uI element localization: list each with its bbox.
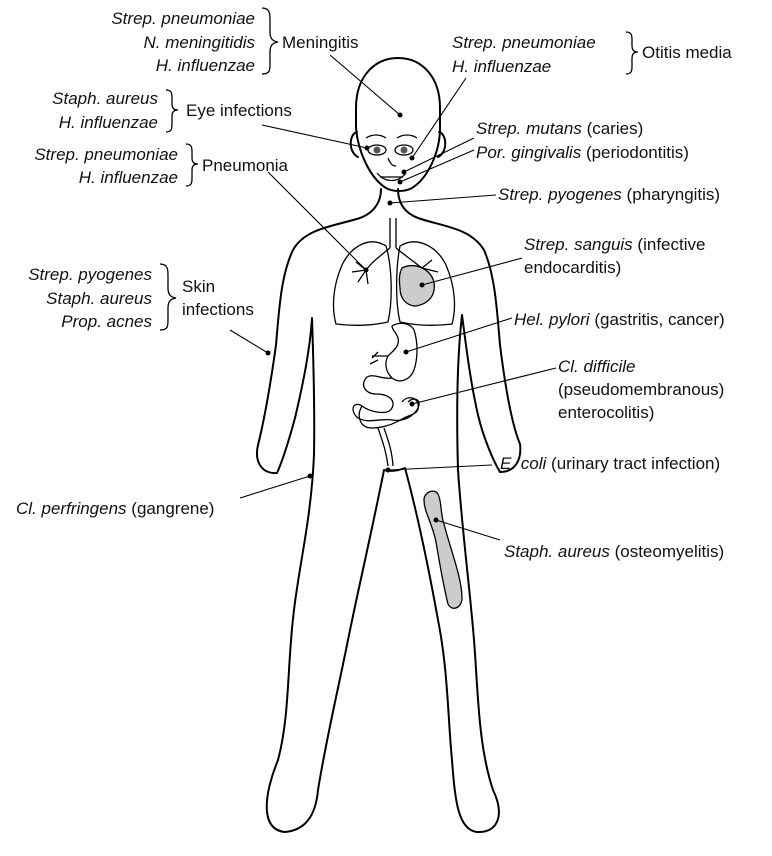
label-pylori: Hel. pylori (gastritis, cancer) [514, 310, 725, 329]
head-outline [356, 58, 440, 191]
dot-pyogenes [388, 201, 393, 206]
label-ecoli: E. coli (urinary tract infection) [500, 454, 720, 473]
brace-skin [160, 264, 176, 330]
stomach-icon [370, 323, 417, 380]
organism-prop-acnes: Prop. acnes [61, 312, 152, 331]
organism-n-meningitidis: N. meningitidis [144, 33, 256, 52]
label-mutans: Strep. mutans (caries) [476, 119, 643, 138]
disease-caries: (caries) [587, 119, 644, 138]
body-silhouette [257, 189, 520, 832]
stomach [386, 323, 417, 380]
disease-endocarditis: endocarditis) [524, 258, 621, 277]
brace-otitis [626, 32, 638, 74]
brace-pneumonia [186, 144, 198, 186]
label-osteo: Staph. aureus (osteomyelitis) [504, 542, 724, 561]
organism-cl-difficile: Cl. difficile [558, 357, 635, 376]
colon [359, 398, 418, 428]
dot-eye [365, 146, 370, 151]
label-group-otitis: Strep. pneumoniae H. influenzae Otitis m… [452, 33, 732, 76]
disease-gastritis-cancer: (gastritis, cancer) [594, 310, 724, 329]
organism-staph-aureus: Staph. aureus [46, 289, 152, 308]
organism-staph-aureus: Staph. aureus [504, 542, 610, 561]
organism-h-influenzae: H. influenzae [59, 113, 158, 132]
organism-e-coli: E. coli [500, 454, 548, 473]
dot-gingivalis [398, 180, 403, 185]
label-group-pneumonia: Strep. pneumoniae H. influenzae Pneumoni… [34, 145, 288, 187]
heart-icon [399, 266, 434, 306]
disease-osteomyelitis: (osteomyelitis) [615, 542, 725, 561]
left-pupil [374, 147, 381, 154]
disease-pharyngitis: (pharyngitis) [627, 185, 721, 204]
organism-strep-pyogenes: Strep. pyogenes [28, 265, 152, 284]
disease-pneumonia: Pneumonia [202, 156, 289, 175]
rectum [378, 428, 393, 466]
disease-periodontitis: (periodontitis) [586, 143, 689, 162]
face-features [366, 135, 417, 181]
label-sanguis: Strep. sanguis (infective [524, 235, 705, 254]
organism-strep-pyogenes: Strep. pyogenes [498, 185, 622, 204]
organism-strep-mutans: Strep. mutans [476, 119, 582, 138]
dot-mutans [402, 170, 407, 175]
organism-por-gingivalis: Por. gingivalis [476, 143, 582, 162]
disease-eye-infections: Eye infections [186, 101, 292, 120]
disease-enterocolitis: enterocolitis) [558, 403, 654, 422]
dot-meningitis [398, 113, 403, 118]
organism-strep-pneumoniae: Strep. pneumoniae [452, 33, 596, 52]
disease-infective: (infective [637, 235, 705, 254]
dot-sanguis [420, 283, 425, 288]
disease-urinary-tract-infection: (urinary tract infection) [551, 454, 720, 473]
dot-skin [266, 351, 271, 356]
organism-strep-sanguis: Strep. sanguis [524, 235, 633, 254]
leader-meningitis [330, 55, 400, 115]
leader-gingivalis [400, 150, 474, 182]
organism-staph-aureus: Staph. aureus [52, 89, 158, 108]
leader-difficile [412, 368, 556, 404]
organism-strep-pneumoniae: Strep. pneumoniae [111, 9, 255, 28]
leader-perfringens [240, 476, 310, 498]
left-eyebrow [366, 135, 386, 138]
intestines-icon [353, 376, 419, 466]
femur-bone-icon [424, 491, 462, 608]
disease-skin-line1: Skin [182, 277, 215, 296]
label-gingivalis: Por. gingivalis (periodontitis) [476, 143, 689, 162]
leader-pyogenes [390, 195, 496, 203]
nose [388, 158, 396, 166]
dot-difficile [410, 402, 415, 407]
dot-otitis [410, 156, 415, 161]
dot-osteo [434, 518, 439, 523]
label-group-skin: Strep. pyogenes Staph. aureus Prop. acne… [28, 265, 254, 331]
organism-hel-pylori: Hel. pylori [514, 310, 591, 329]
label-perfringens: Cl. perfringens (gangrene) [16, 499, 214, 518]
organism-strep-pneumoniae: Strep. pneumoniae [34, 145, 178, 164]
disease-gangrene: (gangrene) [131, 499, 214, 518]
organism-h-influenzae: H. influenzae [79, 168, 178, 187]
organism-cl-perfringens: Cl. perfringens [16, 499, 127, 518]
right-eyebrow [397, 135, 417, 138]
dot-perfringens [308, 474, 313, 479]
dot-ecoli [386, 468, 391, 473]
organism-h-influenzae: H. influenzae [452, 57, 551, 76]
disease-skin-line2: infections [182, 300, 254, 319]
right-pupil [401, 147, 408, 154]
dot-pneumonia [364, 268, 369, 273]
organism-h-influenzae: H. influenzae [156, 56, 255, 75]
lungs-icon [334, 218, 455, 325]
leader-skin [230, 330, 268, 353]
brace-meningitis [262, 8, 278, 74]
label-group-meningitis: Strep. pneumoniae N. meningitidis H. inf… [111, 9, 358, 75]
disease-pseudomembranous: (pseudomembranous) [558, 380, 724, 399]
trachea [390, 218, 396, 248]
disease-otitis-media: Otitis media [642, 43, 732, 62]
brace-eye [166, 90, 178, 132]
label-pyogenes: Strep. pyogenes (pharyngitis) [498, 185, 720, 204]
disease-meningitis: Meningitis [282, 33, 359, 52]
dot-pylori [404, 350, 409, 355]
